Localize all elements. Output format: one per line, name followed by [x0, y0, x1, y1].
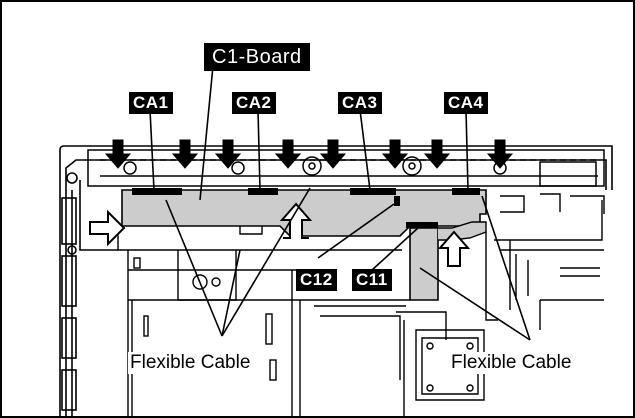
- flexible-cable-caption-right: Flexible Cable: [449, 352, 574, 374]
- flexible-cable-strip: [409, 227, 439, 301]
- c1-board-label: C1-Board: [204, 43, 310, 71]
- chassis-outline: [59, 145, 613, 416]
- lower-frame-lines: [117, 193, 605, 416]
- direction-arrows: [89, 202, 471, 267]
- leader-lines: [149, 65, 531, 341]
- connector-blocks: [132, 188, 480, 228]
- top-rail: [87, 149, 605, 187]
- connector-label-c11: C11: [352, 269, 392, 291]
- connector-label-c12: C12: [296, 269, 337, 291]
- flexible-cable-caption-left: Flexible Cable: [128, 352, 253, 374]
- connector-label-ca1: CA1: [129, 92, 173, 114]
- connector-label-ca2: CA2: [232, 92, 276, 114]
- right-arrow-icon: [89, 209, 126, 247]
- connector-label-ca3: CA3: [338, 92, 382, 114]
- up-arrow-icon-2: [437, 230, 471, 267]
- connector-label-ca4: CA4: [444, 92, 488, 114]
- down-arrows: [104, 139, 514, 169]
- up-arrow-icon: [279, 202, 313, 239]
